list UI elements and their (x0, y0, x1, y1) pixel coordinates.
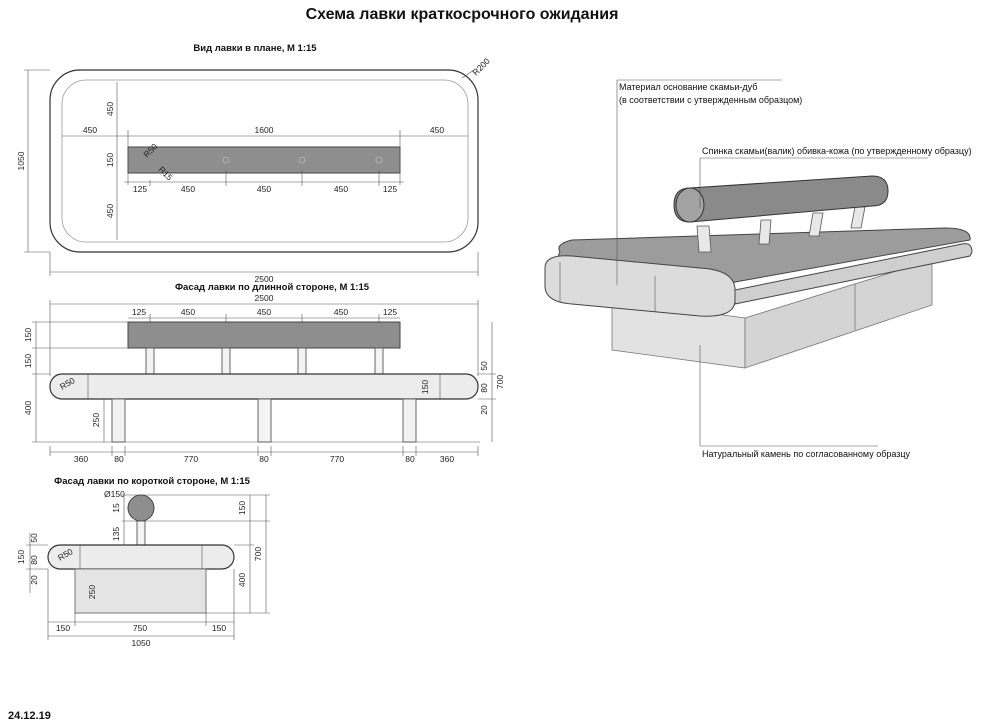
sheet-title: Схема лавки краткосрочного ожидания (306, 6, 619, 23)
long-dim-h-250: 250 (91, 413, 101, 427)
short-dim-h-150l: 150 (16, 550, 26, 564)
long-dim-seg-450a: 450 (181, 307, 195, 317)
long-dim-seg-125a: 125 (132, 307, 146, 317)
short-dim-h-15: 15 (111, 503, 121, 513)
plan-dim-seg-125a: 125 (133, 184, 147, 194)
long-backrest-tube (127, 321, 401, 349)
long-dim-overall-w: 2500 (255, 293, 274, 303)
long-seat (49, 373, 479, 400)
short-dim-h-50: 50 (29, 533, 39, 543)
long-post-1 (145, 347, 155, 375)
plan-dim-top-450: 450 (105, 102, 115, 116)
plan-dim-pipe-150: 150 (105, 153, 115, 167)
plan-dim-r200: R200 (470, 56, 492, 78)
3d-backrest-end (675, 187, 705, 223)
plan-bench-inner (61, 79, 469, 243)
plan-dim-seg-450b: 450 (257, 184, 271, 194)
short-dim-r-700: 700 (253, 547, 263, 561)
plan-dim-1600: 1600 (255, 125, 274, 135)
short-dim-h-135: 135 (111, 527, 121, 541)
short-dim-b-750: 750 (133, 623, 147, 633)
plan-support-3 (375, 156, 383, 164)
long-dim-b-770b: 770 (330, 454, 344, 464)
long-dim-b-80a: 80 (114, 454, 124, 464)
plan-support-2 (298, 156, 306, 164)
long-dim-seg-450c: 450 (334, 307, 348, 317)
short-post (136, 520, 146, 546)
short-dim-h-250: 250 (87, 585, 97, 599)
long-dim-h-150b: 150 (23, 354, 33, 368)
3d-post-1 (696, 225, 712, 253)
plan-dim-left-450: 450 (83, 125, 97, 135)
3d-post-4 (850, 206, 866, 229)
short-dim-overall: 1050 (132, 638, 151, 648)
plan-dim-overall-w: 2500 (255, 274, 274, 284)
plan-backrest-tube (127, 146, 401, 174)
short-dim-r-400: 400 (237, 573, 247, 587)
long-dim-b-360b: 360 (440, 454, 454, 464)
long-dim-b-770a: 770 (184, 454, 198, 464)
plan-dim-overall-h: 1050 (16, 151, 26, 170)
long-leg-2 (257, 398, 272, 443)
short-backrest-circle (127, 494, 155, 522)
note-material-line1: Материал основание скамьи-дуб (619, 82, 757, 92)
note-material-line2: (в соответствии с утвержденным образцом) (619, 95, 802, 105)
sheet-date: 24.12.19 (8, 710, 51, 722)
3d-stone-base-side (744, 259, 933, 369)
short-dim-r-150: 150 (237, 501, 247, 515)
plan-view: Вид лавки в плане, М 1:15 R200 1050 450 … (16, 43, 492, 284)
short-dim-h-80: 80 (29, 555, 39, 565)
plan-dim-bottom-450: 450 (105, 204, 115, 218)
short-seat (47, 544, 235, 570)
long-post-3 (297, 347, 307, 375)
long-facade-title: Фасад лавки по длинной стороне, М 1:15 (175, 282, 370, 293)
short-dim-d150: Ø150 (104, 489, 125, 499)
long-dim-r-20: 20 (479, 405, 489, 415)
plan-support-1 (222, 156, 230, 164)
note-stone: Натуральный камень по согласованному обр… (702, 449, 911, 459)
long-post-2 (221, 347, 231, 375)
short-dim-b-150a: 150 (56, 623, 70, 633)
long-dim-seg-450b: 450 (257, 307, 271, 317)
long-dim-h-150a: 150 (23, 328, 33, 342)
long-dim-r-80: 80 (479, 383, 489, 393)
long-dim-b-80c: 80 (405, 454, 415, 464)
long-dim-r-50: 50 (479, 361, 489, 371)
note-backrest: Спинка скамьи(валик) обивка-кожа (по утв… (702, 146, 972, 156)
plan-view-title: Вид лавки в плане, М 1:15 (193, 43, 317, 54)
short-dim-h-20: 20 (29, 575, 39, 585)
long-dim-r-700: 700 (495, 375, 505, 389)
long-dim-seat-150: 150 (420, 380, 430, 394)
3d-post-3 (808, 212, 824, 237)
long-dim-b-80b: 80 (259, 454, 269, 464)
3d-seat-side (734, 243, 973, 305)
short-facade: Фасад лавки по короткой стороне, М 1:15 … (16, 476, 270, 648)
plan-dim-seg-450a: 450 (181, 184, 195, 194)
plan-dim-right-450: 450 (430, 125, 444, 135)
long-dim-b-360a: 360 (74, 454, 88, 464)
3d-backrest-tube (673, 175, 889, 223)
short-dim-b-150b: 150 (212, 623, 226, 633)
3d-post-2 (758, 219, 772, 245)
long-leg-3 (402, 398, 417, 443)
long-leg-1 (111, 398, 126, 443)
bench-3d-view: Материал основание скамьи-дуб (в соответ… (544, 79, 973, 459)
plan-dim-seg-125b: 125 (383, 184, 397, 194)
short-facade-title: Фасад лавки по короткой стороне, М 1:15 (54, 476, 250, 487)
short-stone-base (74, 568, 207, 614)
long-facade: Фасад лавки по длинной стороне, М 1:15 2… (23, 282, 505, 464)
long-dim-h-400: 400 (23, 401, 33, 415)
long-dim-seg-125b: 125 (383, 307, 397, 317)
plan-dim-seg-450c: 450 (334, 184, 348, 194)
long-post-4 (374, 347, 384, 375)
